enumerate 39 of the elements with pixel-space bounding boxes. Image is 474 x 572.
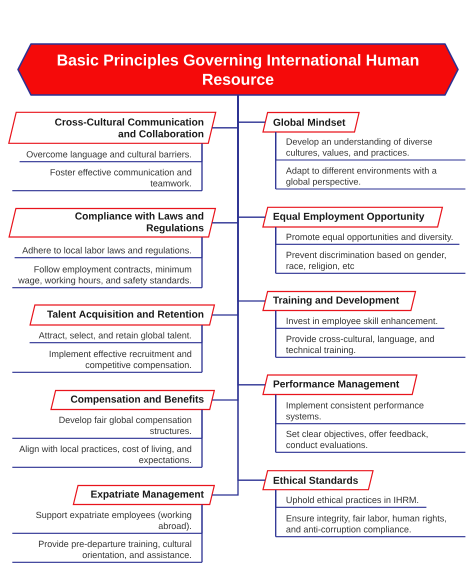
connector-line: [201, 325, 203, 372]
subtopic-item: Develop an understanding of diverse cultures, values, and practices.: [276, 138, 466, 161]
subtopic-item: Implement effective recruitment and competitive compensation.: [12, 350, 202, 373]
subtopic-item: Set clear objectives, offer feedback, conduct evaluations.: [276, 430, 466, 453]
connector-line: [275, 227, 276, 274]
topic-parallelogram: Compensation and Benefits: [50, 390, 216, 410]
connector-line: [275, 490, 276, 537]
subtopic-item: Provide cross-cultural, language, and technical training.: [276, 335, 466, 358]
topic-parallelogram: Training and Development: [262, 290, 416, 312]
subtopic-item: Adapt to different environments with a global perspective.: [276, 167, 466, 190]
subtopic-item: Follow employment contracts, minimum wage, working hours, and safety standards.: [12, 266, 202, 288]
topic-parallelogram: Performance Management: [262, 374, 418, 396]
connector-line: [201, 237, 203, 288]
connector-line: [201, 144, 203, 191]
subtopic-item: Align with local practices, cost of living, and expectations.: [12, 445, 202, 468]
subtopic-item: Provide pre-departure training, cultural orientation, and assistance.: [12, 540, 202, 563]
connector-line: [201, 504, 203, 562]
subtopic-item: Adhere to local labor laws and regulations.: [14, 246, 202, 258]
subtopic-item: Uphold ethical practices in IHRM.: [276, 496, 426, 508]
connector-line: [201, 410, 203, 468]
subtopic-item: Overcome language and cultural barriers.: [20, 150, 202, 162]
subtopic-item: Develop fair global compensation structures.: [12, 416, 202, 439]
subtopic-item: Foster effective communication and teamwork.: [12, 168, 202, 192]
subtopic-item: Promote equal opportunities and diversity.: [276, 233, 460, 245]
topic-parallelogram: Global Mindset: [262, 112, 360, 133]
topic-parallelogram: Cross-Cultural Communication and Collaboration: [8, 112, 216, 144]
subtopic-item: Attract, select, and retain global talent.: [30, 332, 202, 344]
topic-parallelogram: Ethical Standards: [262, 470, 374, 490]
topic-parallelogram: Equal Employment Opportunity: [262, 206, 444, 228]
subtopic-item: Support expatriate employees (working abroad).: [12, 511, 202, 534]
connector-line: [275, 132, 276, 189]
main-topic-hexagon: Basic Principles Governing International Human Resource: [17, 43, 459, 96]
subtopic-item: Invest in employee skill enhancement.: [276, 317, 444, 329]
topic-parallelogram: Expatriate Management: [72, 484, 216, 506]
subtopic-item: Implement consistent performance systems.: [276, 402, 466, 424]
connector-line: [275, 310, 276, 358]
subtopic-item: Ensure integrity, fair labor, human rights, and anti-corruption compliance.: [276, 514, 466, 538]
connector-line: [275, 394, 276, 452]
subtopic-item: Prevent discrimination based on gender, race, religion, etc: [276, 251, 466, 274]
